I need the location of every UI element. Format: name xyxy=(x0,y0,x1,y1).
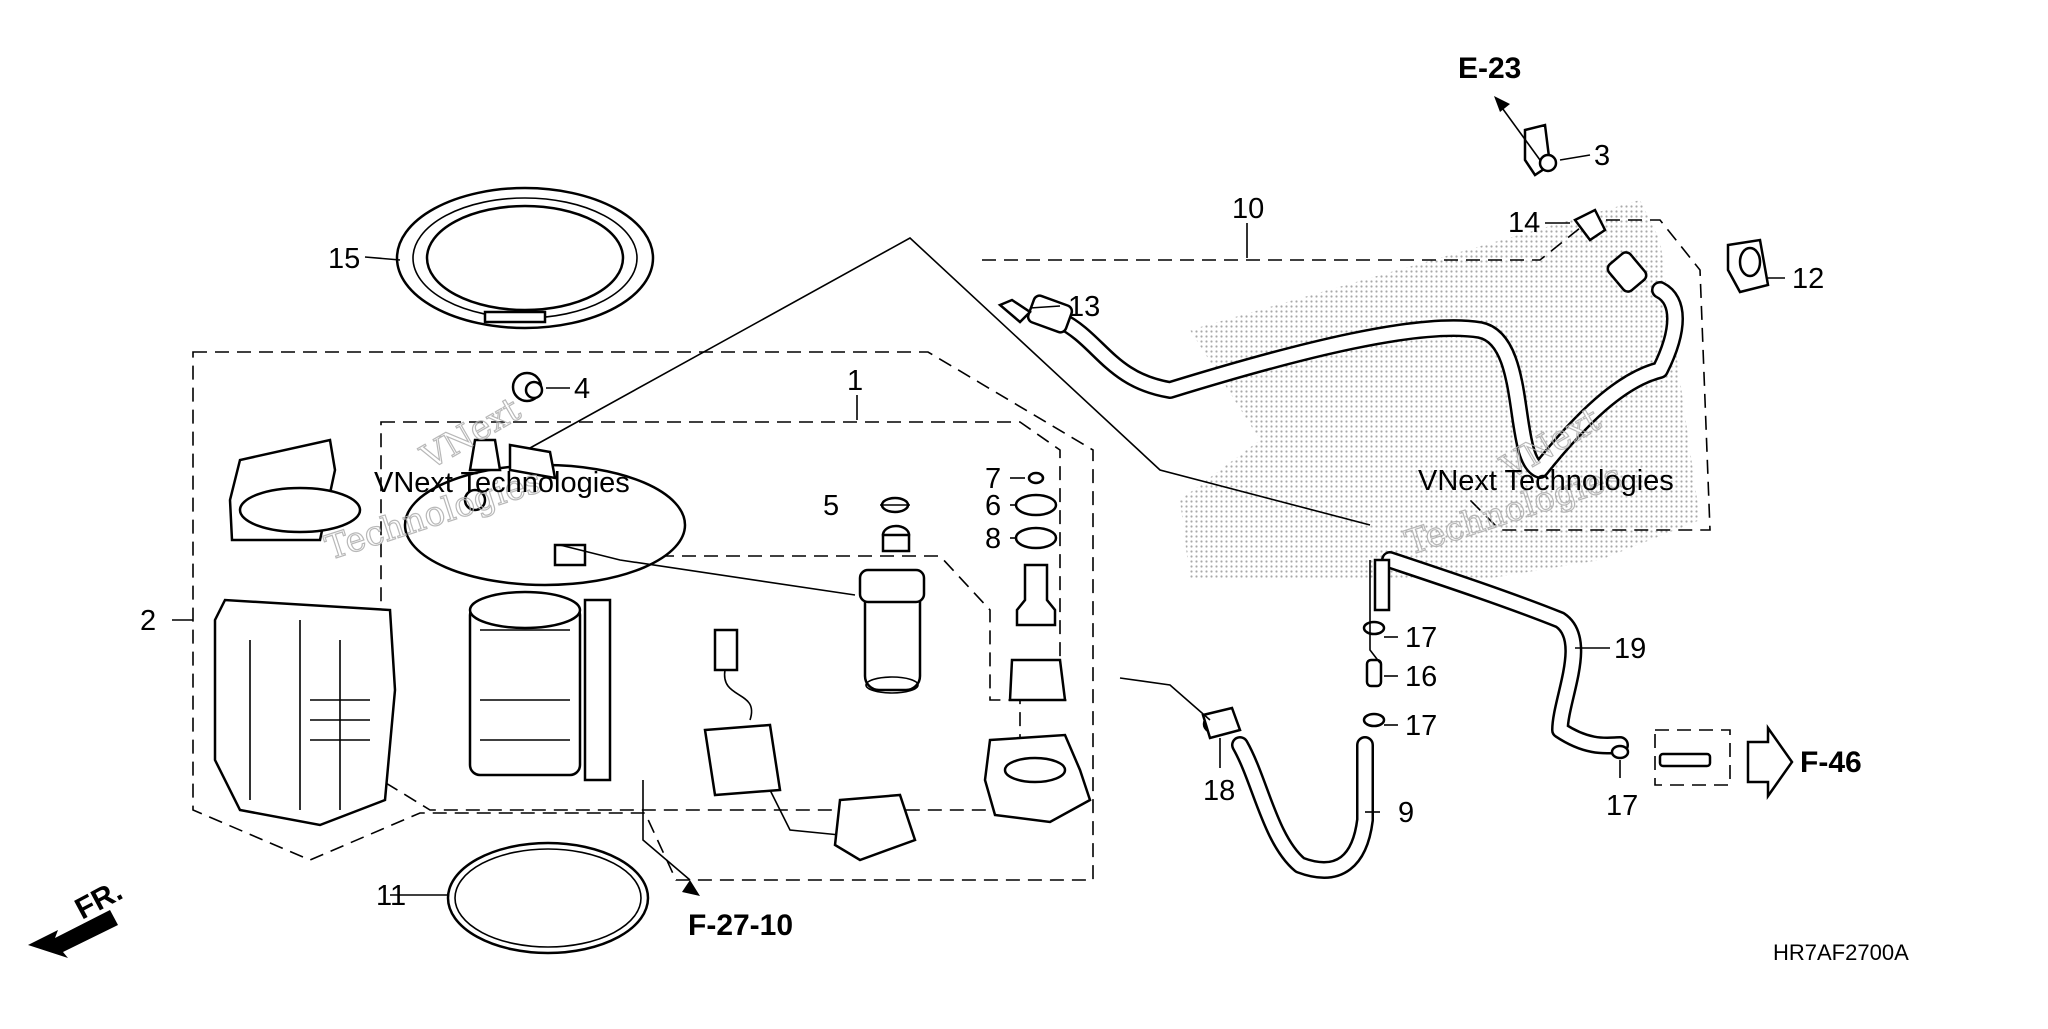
f46-arrow-icon xyxy=(1746,724,1794,800)
callout-17-right: 17 xyxy=(1606,790,1638,822)
reference-f46: F-46 xyxy=(1800,746,1862,779)
o-ring-parts xyxy=(880,471,1067,702)
callout-17-lower: 17 xyxy=(1405,710,1437,742)
front-arrow-icon xyxy=(28,910,118,958)
reference-e23: E-23 xyxy=(1458,52,1521,85)
callout-2: 2 xyxy=(140,605,156,637)
fuel-feed-hose-part xyxy=(1026,251,1684,479)
assembly-box-feed-hose xyxy=(982,219,1711,531)
lock-ring-part xyxy=(395,186,655,330)
callout-19: 19 xyxy=(1614,633,1646,665)
callout-12: 12 xyxy=(1792,263,1824,295)
watermark-text-left: VNext Technologies xyxy=(374,467,630,499)
callout-10: 10 xyxy=(1232,193,1264,225)
reference-arrows xyxy=(28,96,1794,958)
filter-case-part xyxy=(213,438,397,827)
callout-13: 13 xyxy=(1068,291,1100,323)
callout-15: 15 xyxy=(328,243,360,275)
diagram-code: HR7AF2700A xyxy=(1773,940,1909,965)
callout-9: 9 xyxy=(1398,797,1414,829)
callout-7: 7 xyxy=(985,463,1001,495)
tank-o-ring-part xyxy=(446,841,650,955)
callout-18: 18 xyxy=(1203,775,1235,807)
stipple-shading xyxy=(1180,200,1700,580)
callout-16: 16 xyxy=(1405,661,1437,693)
fuel-pump-part xyxy=(858,568,926,694)
callout-1: 1 xyxy=(847,365,863,397)
leader-lines xyxy=(172,154,1785,896)
callout-17-upper: 17 xyxy=(1405,622,1437,654)
callout-5: 5 xyxy=(823,490,839,522)
assembly-box-pump-unit xyxy=(192,351,1094,881)
reference-f27-10: F-27-10 xyxy=(688,909,793,942)
fuel-level-sender-part xyxy=(703,628,917,862)
callouts: 1 2 3 4 5 6 7 8 9 10 11 12 13 14 15 16 1… xyxy=(140,140,1824,912)
clip-parts xyxy=(997,123,1770,324)
fuel-pump-module-part xyxy=(403,438,687,782)
pump-holder-part xyxy=(983,733,1092,824)
return-hose-part xyxy=(1373,551,1629,755)
callout-11: 11 xyxy=(376,880,406,912)
front-label: FR. xyxy=(70,874,128,926)
drain-hose-part xyxy=(1201,620,1712,879)
callout-4: 4 xyxy=(574,373,590,405)
callout-6: 6 xyxy=(985,490,1001,522)
callout-3: 3 xyxy=(1594,140,1610,172)
callout-14: 14 xyxy=(1508,207,1540,239)
grommet-part xyxy=(511,371,544,403)
assembly-box-joint xyxy=(1654,729,1731,786)
watermark-text-right: VNext Technologies xyxy=(1418,465,1674,497)
callout-8: 8 xyxy=(985,523,1001,555)
